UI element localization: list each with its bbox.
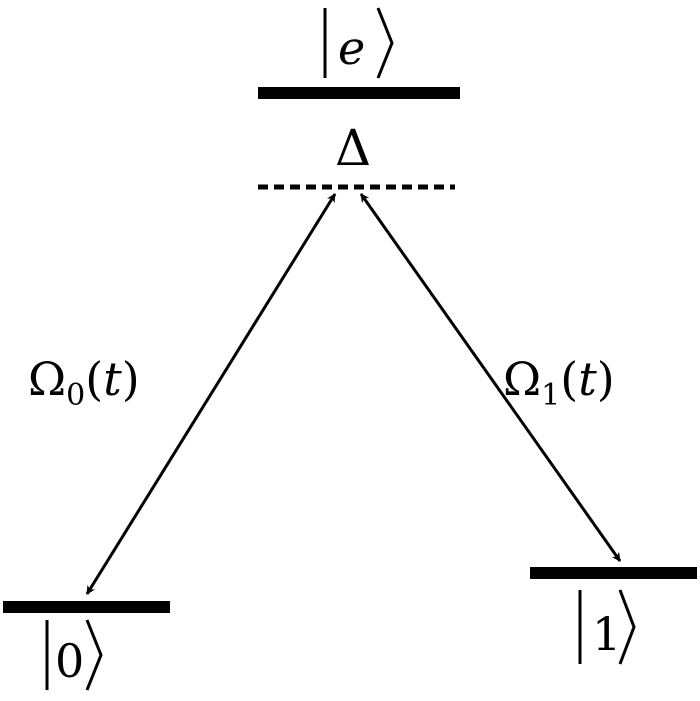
omega1-symbol: Ω: [503, 352, 541, 406]
excited-level-label: e: [323, 7, 394, 79]
excited-level-symbol: e: [338, 21, 365, 75]
ground-level-0-label: 0: [45, 619, 103, 691]
omega0-coupling-arrow: [85, 193, 337, 595]
omega0-symbol: Ω: [28, 352, 66, 406]
omega0-subscript: 0: [66, 378, 85, 413]
omega0-label: Ω0(t): [28, 352, 140, 413]
omega0-arg: t: [103, 352, 122, 406]
ground-level-0-symbol: 0: [55, 634, 84, 688]
omega1-arg: t: [578, 352, 597, 406]
ground-level-1-symbol: 1: [592, 607, 621, 661]
omega1-coupling-arrow: [359, 193, 622, 562]
omega1-label: Ω1(t): [503, 352, 615, 413]
ground-level-1-label: 1: [578, 589, 636, 665]
omega1-subscript: 1: [541, 378, 560, 413]
detuning-label: Δ: [335, 119, 371, 177]
